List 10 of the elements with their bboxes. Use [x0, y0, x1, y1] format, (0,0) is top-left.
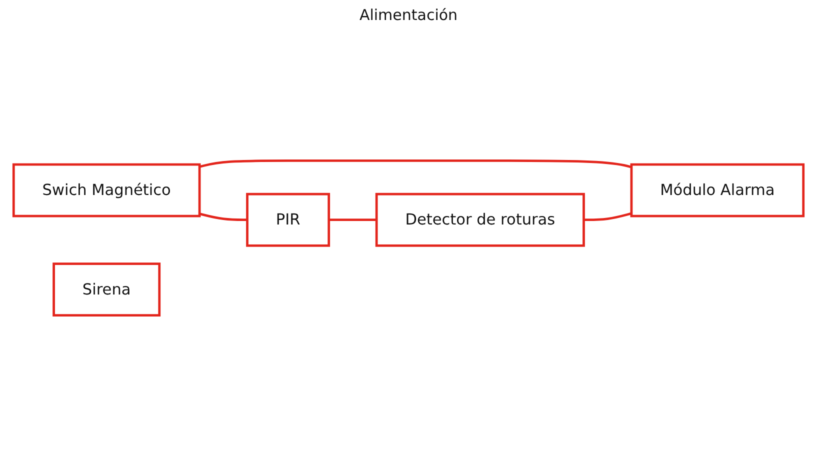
connector	[199, 160, 632, 168]
power-label: Alimentación	[359, 6, 458, 24]
connector	[584, 212, 632, 222]
connector	[199, 212, 248, 222]
node-box: PIR	[246, 192, 330, 247]
connector	[328, 218, 377, 222]
node-box: Módulo Alarma	[630, 163, 805, 218]
node-box: Sirena	[52, 262, 161, 316]
node-box: Swich Magnético	[12, 163, 201, 218]
node-box: Detector de roturas	[375, 192, 585, 247]
